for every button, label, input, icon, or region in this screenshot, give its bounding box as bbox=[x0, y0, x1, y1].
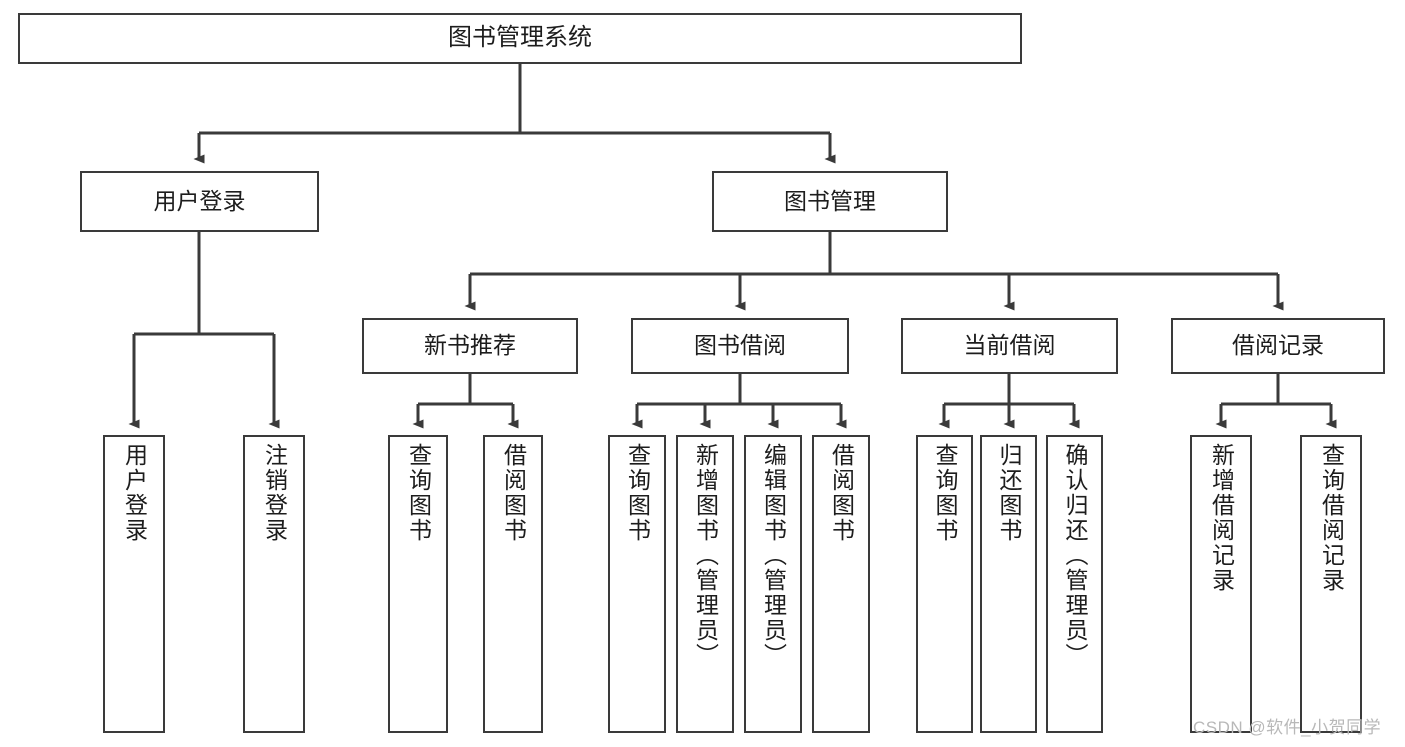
node-label: 图书管理 bbox=[784, 187, 876, 214]
node-label: 确认归还（管理员） bbox=[1062, 443, 1088, 668]
node-leaf-borrow-book-recommend[interactable]: 借阅图书 bbox=[483, 435, 543, 733]
node-leaf-edit-book-admin[interactable]: 编辑图书（管理员） bbox=[744, 435, 802, 733]
node-leaf-return-book[interactable]: 归还图书 bbox=[980, 435, 1037, 733]
node-label: 当前借阅 bbox=[963, 332, 1056, 359]
node-label: 归还图书 bbox=[996, 443, 1022, 543]
node-label: 注销登录 bbox=[261, 443, 288, 543]
node-label: 新书推荐 bbox=[424, 332, 516, 359]
node-label: 借阅记录 bbox=[1232, 332, 1324, 359]
node-leaf-add-book-admin[interactable]: 新增图书（管理员） bbox=[676, 435, 734, 733]
node-label: 查询图书 bbox=[405, 443, 432, 543]
node-leaf-user-login[interactable]: 用户登录 bbox=[103, 435, 165, 733]
node-book-management[interactable]: 图书管理 bbox=[712, 171, 948, 232]
node-label: 新增借阅记录 bbox=[1208, 443, 1235, 593]
watermark-text: CSDN @软件_小贺同学 bbox=[1193, 718, 1382, 737]
node-borrow-record[interactable]: 借阅记录 bbox=[1171, 318, 1385, 374]
node-label: 编辑图书（管理员） bbox=[760, 443, 787, 668]
node-label: 图书借阅 bbox=[694, 332, 786, 359]
node-label: 新增图书（管理员） bbox=[692, 443, 719, 668]
node-label: 借阅图书 bbox=[828, 443, 855, 543]
node-leaf-query-book-borrow[interactable]: 查询图书 bbox=[608, 435, 666, 733]
node-user-login[interactable]: 用户登录 bbox=[80, 171, 319, 232]
node-leaf-borrow-book[interactable]: 借阅图书 bbox=[812, 435, 870, 733]
node-leaf-query-book-current[interactable]: 查询图书 bbox=[916, 435, 973, 733]
node-label: 查询图书 bbox=[932, 443, 958, 543]
node-new-book-recommend[interactable]: 新书推荐 bbox=[362, 318, 578, 374]
node-leaf-query-borrow-record[interactable]: 查询借阅记录 bbox=[1300, 435, 1362, 733]
node-label: 用户登录 bbox=[153, 187, 246, 214]
node-current-borrow[interactable]: 当前借阅 bbox=[901, 318, 1118, 374]
node-label: 用户登录 bbox=[121, 443, 148, 543]
node-leaf-query-book-recommend[interactable]: 查询图书 bbox=[388, 435, 448, 733]
node-label: 查询图书 bbox=[624, 443, 651, 543]
node-label: 查询借阅记录 bbox=[1318, 443, 1345, 593]
node-leaf-add-borrow-record[interactable]: 新增借阅记录 bbox=[1190, 435, 1252, 733]
node-label: 借阅图书 bbox=[500, 443, 527, 543]
node-label: 图书管理系统 bbox=[448, 24, 592, 52]
node-leaf-logout[interactable]: 注销登录 bbox=[243, 435, 305, 733]
node-book-borrow[interactable]: 图书借阅 bbox=[631, 318, 849, 374]
node-root-system[interactable]: 图书管理系统 bbox=[18, 13, 1022, 64]
node-leaf-confirm-return-admin[interactable]: 确认归还（管理员） bbox=[1046, 435, 1103, 733]
